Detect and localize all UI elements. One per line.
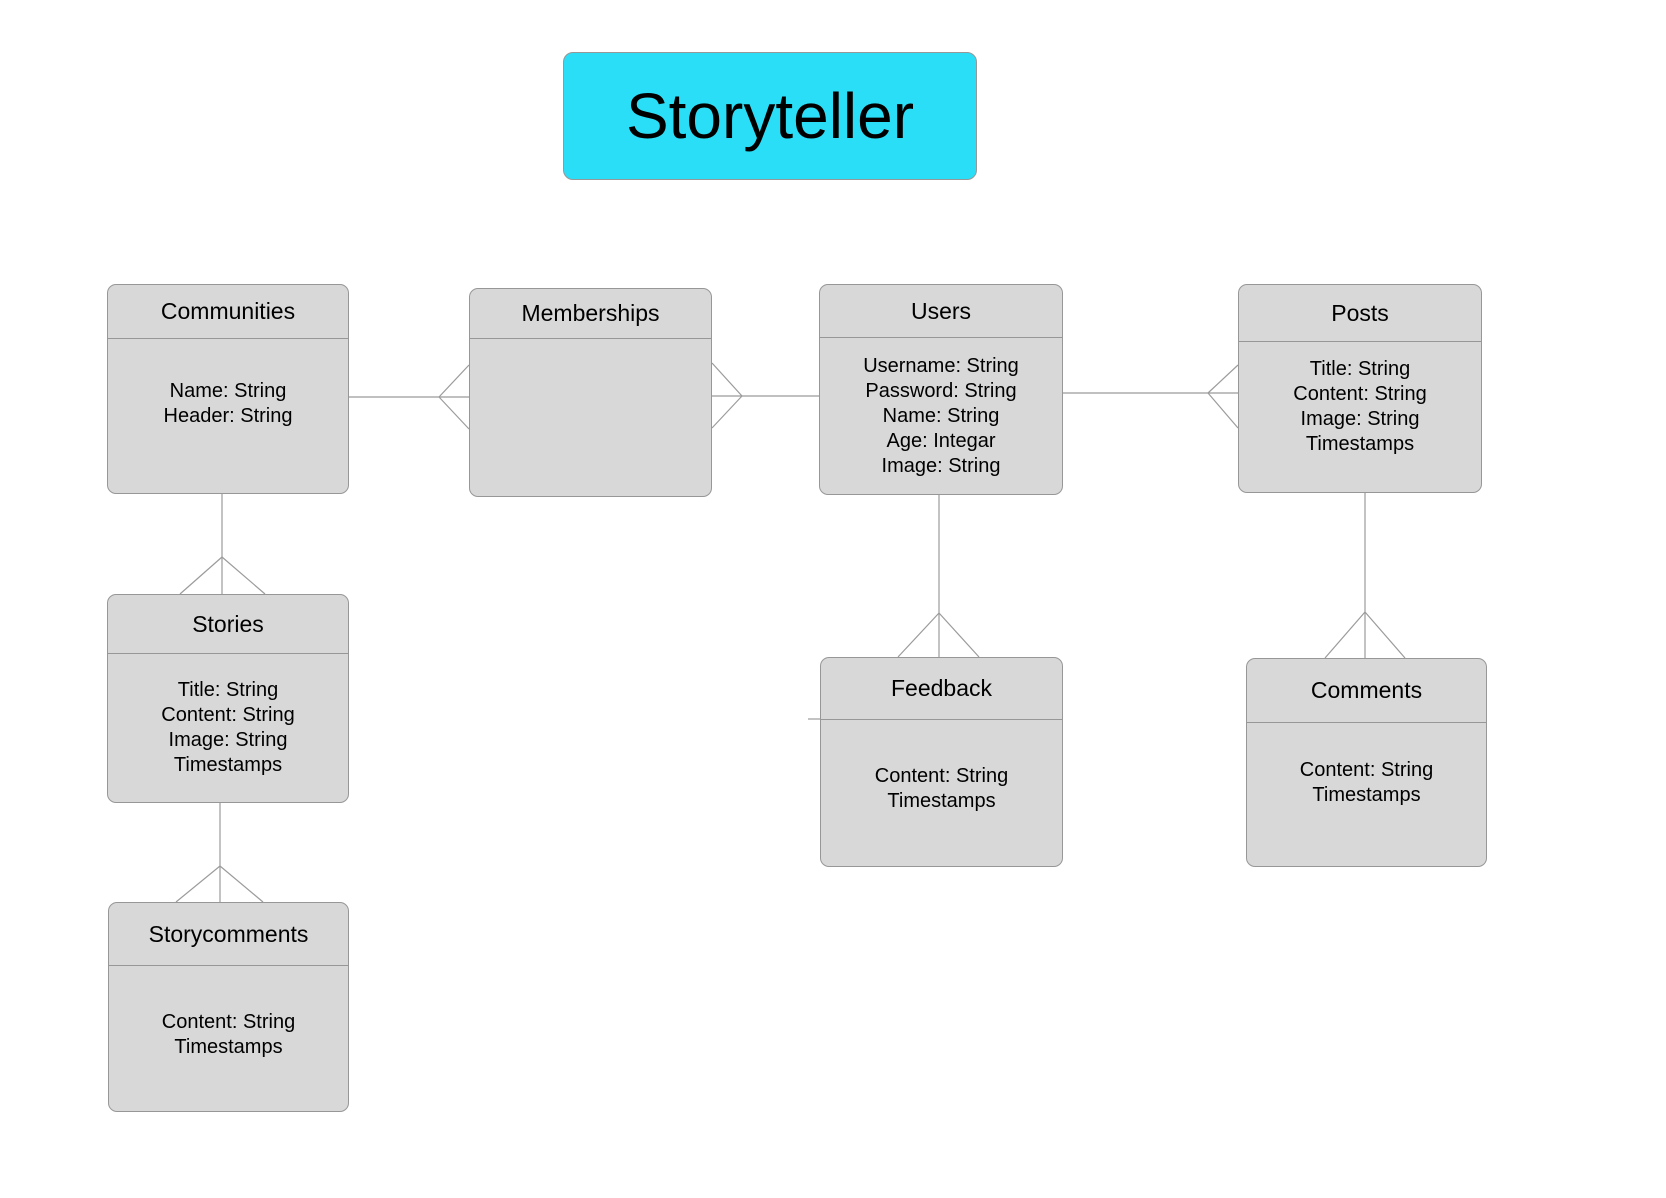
diagram-title-label: Storyteller: [625, 80, 915, 152]
entity-attribute: Timestamps: [174, 1035, 283, 1058]
crowsfoot-stories-right: [221, 556, 266, 595]
entity-attribute: Timestamps: [887, 790, 996, 812]
crowsfoot-feedback-left: [897, 612, 940, 658]
entity-comments[interactable]: Comments Content: String Timestamps: [1246, 658, 1487, 867]
entity-title: Users: [820, 285, 1062, 338]
entity-attributes: [470, 339, 711, 496]
entity-attribute: Content: String: [1293, 383, 1427, 405]
entity-attribute: Title: String: [1309, 358, 1411, 380]
entity-title: Storycomments: [109, 903, 348, 966]
entity-attribute: Username: String: [863, 354, 1019, 377]
entity-memberships[interactable]: Memberships: [469, 288, 712, 497]
entity-attribute: Timestamps: [1312, 783, 1421, 806]
entity-attributes: Content: String Timestamps: [821, 716, 1062, 862]
crowsfoot-comments-right: [1364, 611, 1406, 659]
crowsfoot-posts-lower: [1207, 392, 1239, 429]
crowsfoot-memberships-left-upper: [438, 364, 470, 398]
entity-attribute: Name: String: [882, 404, 1000, 427]
entity-attribute: Password: String: [865, 379, 1017, 402]
entity-attributes: Name: String Header: String: [108, 327, 348, 481]
entity-title: Comments: [1247, 659, 1486, 723]
entity-attributes: Title: String Content: String Image: Str…: [108, 654, 348, 802]
crowsfoot-memberships-left-lower: [438, 396, 470, 430]
entity-attribute: Timestamps: [1305, 433, 1415, 455]
entity-attribute: Content: String: [161, 1010, 296, 1033]
crowsfoot-posts-upper: [1207, 364, 1239, 394]
entity-attributes: Content: String Timestamps: [109, 962, 348, 1107]
entity-attribute: Title: String: [177, 679, 279, 701]
diagram-title-box[interactable]: Storyteller: [563, 52, 977, 180]
entity-title: Feedback: [821, 658, 1062, 720]
entity-stories[interactable]: Stories Title: String Content: String Im…: [107, 594, 349, 803]
entity-title: Stories: [108, 595, 348, 654]
crowsfoot-storycomments-right: [219, 865, 264, 903]
entity-storycomments[interactable]: Storycomments Content: String Timestamps: [108, 902, 349, 1112]
entity-attributes: Username: String Password: String Name: …: [820, 338, 1062, 494]
entity-attribute: Name: String: [169, 380, 287, 402]
entity-attribute: Content: String: [874, 765, 1009, 787]
entity-attribute: Image: String: [881, 454, 1001, 477]
entity-feedback[interactable]: Feedback Content: String Timestamps: [820, 657, 1063, 867]
crowsfoot-feedback-right: [938, 612, 980, 658]
crowsfoot-memberships-right-upper: [711, 362, 743, 397]
entity-attribute: Header: String: [163, 405, 293, 427]
entity-attributes: Content: String Timestamps: [1247, 711, 1486, 854]
crowsfoot-storycomments-left: [175, 865, 221, 903]
entity-attribute: Content: String: [161, 704, 295, 726]
crowsfoot-memberships-right-lower: [711, 395, 743, 429]
entity-attribute: Age: Integar: [886, 429, 996, 452]
entity-attribute: Content: String: [1299, 758, 1434, 781]
crowsfoot-stories-left: [179, 556, 223, 595]
entity-attribute: Image: String: [1300, 408, 1420, 430]
crowsfoot-comments-left: [1324, 611, 1366, 659]
entity-attribute: Image: String: [168, 729, 288, 751]
entity-title: Memberships: [470, 289, 711, 339]
entity-communities[interactable]: Communities Name: String Header: String: [107, 284, 349, 494]
entity-title: Posts: [1239, 285, 1481, 342]
entity-attributes: Title: String Content: String Image: Str…: [1239, 332, 1481, 482]
entity-title: Communities: [108, 285, 348, 339]
entity-users[interactable]: Users Username: String Password: String …: [819, 284, 1063, 495]
entity-attribute: Timestamps: [173, 754, 283, 776]
entity-posts[interactable]: Posts Title: String Content: String Imag…: [1238, 284, 1482, 493]
